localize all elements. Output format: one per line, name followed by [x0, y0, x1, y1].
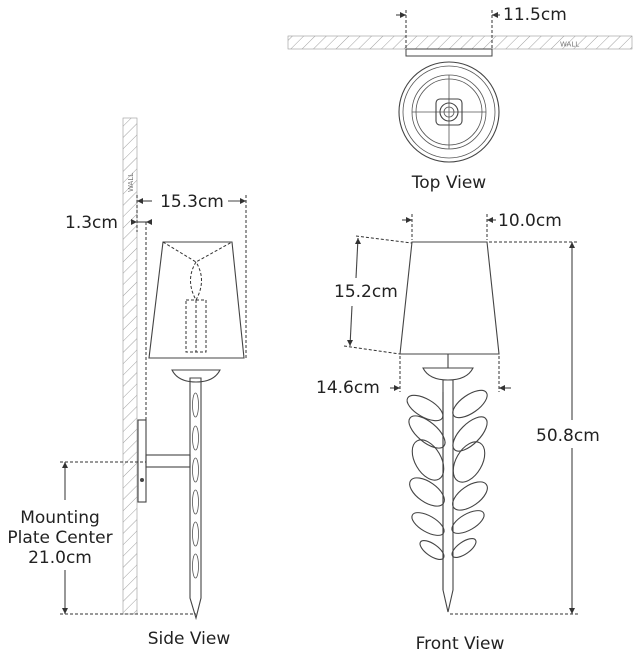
- dim-side-projection-label: 15.3cm: [160, 192, 224, 212]
- mounting-label-line3: 21.0cm: [28, 548, 92, 568]
- side-view: WALL: [7, 117, 247, 649]
- top-socket: [439, 102, 459, 122]
- side-screw: [140, 478, 144, 482]
- dim-shade-bottom: 14.6cm: [316, 356, 511, 398]
- top-view: WALL 11.5cm Top View: [287, 5, 633, 193]
- top-socket-outer: [435, 98, 463, 126]
- top-wall: WALL: [287, 35, 633, 50]
- top-wall-label: WALL: [560, 41, 579, 49]
- dim-mounting-plate: Mounting Plate Center 21.0cm: [7, 461, 196, 615]
- top-wall-hatch: [287, 35, 633, 50]
- front-stem: [442, 379, 454, 613]
- dim-shade-top-label: 10.0cm: [498, 211, 562, 231]
- top-socket-core: [443, 106, 455, 118]
- top-shade-outer: [398, 61, 500, 163]
- side-backplate: [137, 419, 147, 503]
- side-candle: [185, 299, 207, 353]
- front-cup: [422, 367, 474, 381]
- side-cup: [171, 369, 221, 383]
- dim-side-gap: 1.3cm: [65, 213, 152, 420]
- side-leaves: [192, 392, 199, 579]
- side-shade: [148, 241, 245, 359]
- dim-overall-height-label: 50.8cm: [536, 426, 600, 446]
- side-wall-label: WALL: [127, 173, 135, 192]
- side-arm: [145, 454, 191, 468]
- dim-shade-height-label: 15.2cm: [334, 282, 398, 302]
- dim-top-depth-label: 11.5cm: [503, 5, 567, 25]
- front-view: 10.0cm 15.2cm 14.6cm: [316, 211, 600, 654]
- front-view-title: Front View: [416, 634, 505, 654]
- mounting-label-line1: Mounting: [20, 508, 100, 528]
- dim-side-gap-label: 1.3cm: [65, 213, 118, 233]
- top-shade-inner: [402, 65, 496, 159]
- side-view-title: Side View: [148, 629, 231, 649]
- dim-shade-top: 10.0cm: [402, 211, 562, 240]
- dim-shade-bottom-label: 14.6cm: [316, 378, 380, 398]
- top-view-title: Top View: [411, 173, 487, 193]
- mounting-label-line2: Plate Center: [7, 528, 112, 548]
- front-leaves: [406, 389, 488, 590]
- dim-side-projection: 15.3cm: [136, 192, 247, 360]
- top-backplate: [405, 48, 493, 57]
- front-shade: [399, 241, 500, 355]
- dim-shade-height: 15.2cm: [334, 235, 413, 355]
- dim-top-depth: 11.5cm: [396, 5, 567, 49]
- side-wall: WALL: [122, 117, 138, 615]
- side-stem: [189, 377, 202, 621]
- dim-overall-height: 50.8cm: [450, 241, 600, 615]
